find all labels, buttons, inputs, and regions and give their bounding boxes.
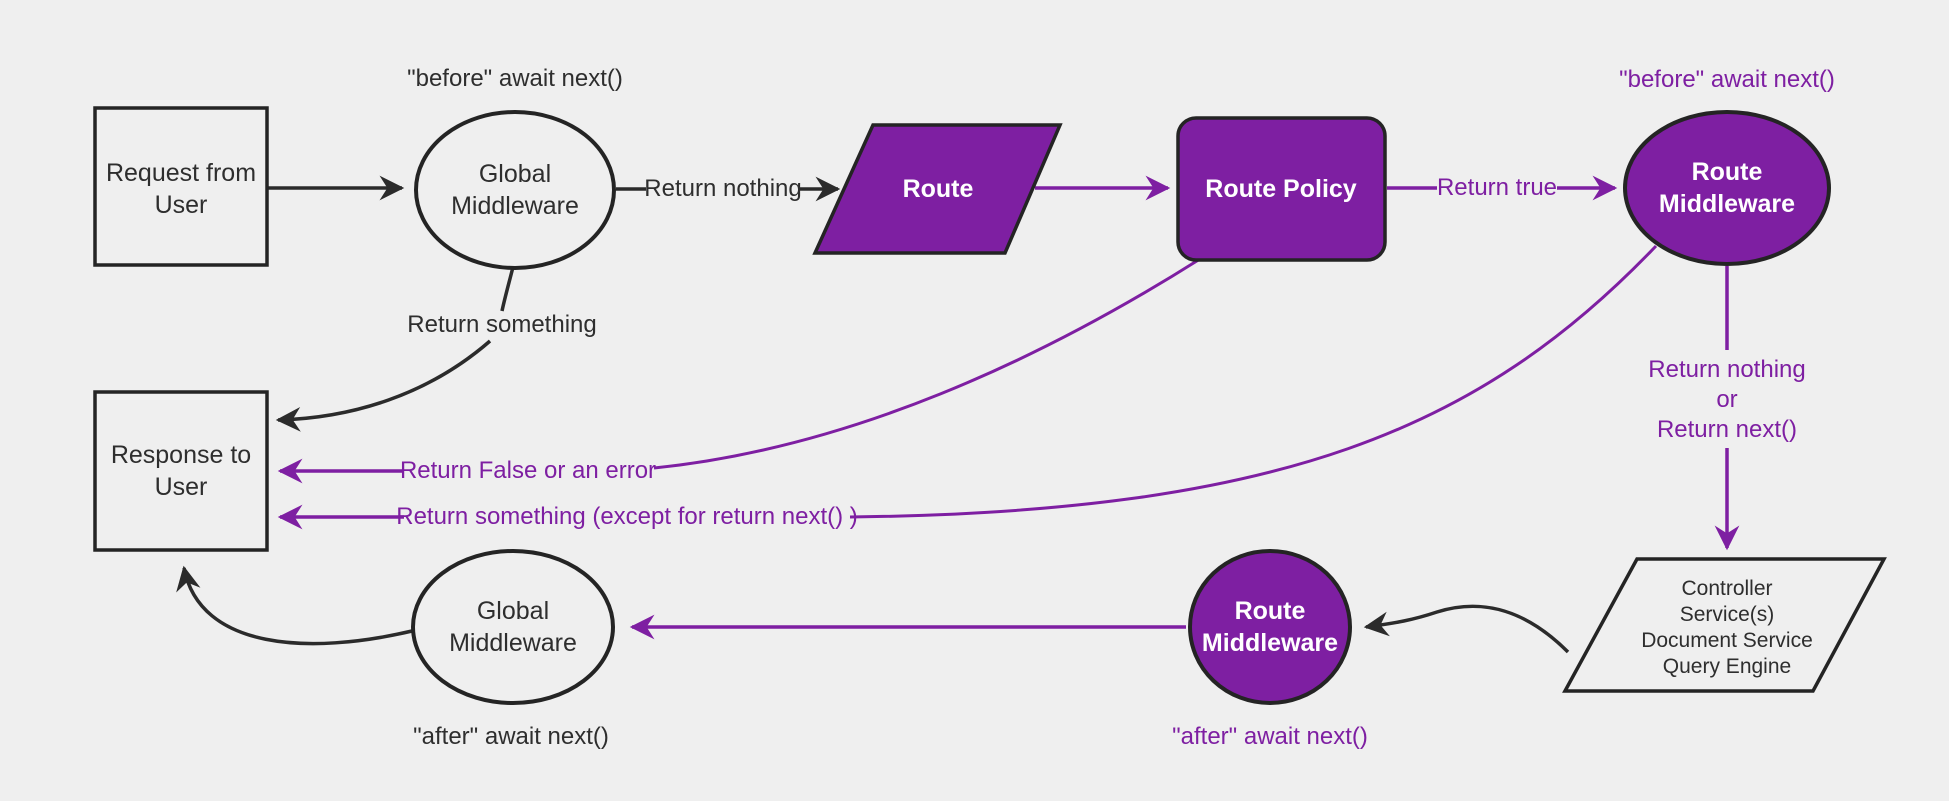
controller-line-1: Controller [1681, 577, 1773, 600]
request-from-user-label: Request from User [106, 157, 256, 221]
route-mw-top-line-2: Middleware [1658, 190, 1796, 218]
request-line-2: User [154, 191, 208, 219]
edge-label-return-nothing-or-next: Return nothing or Return next() [1648, 355, 1805, 445]
edge-label-before-await-global: "before" await next() [407, 65, 623, 92]
node-global-middleware-bottom [411, 549, 615, 705]
edge-label-return-false: Return False or an error [399, 457, 657, 484]
edge-policy-to-response-curve [653, 257, 1201, 470]
global-middleware-top-label: Global Middleware [451, 158, 579, 222]
global-mw-top-line-2: Middleware [451, 192, 579, 220]
controller-services-label: Controller Service(s) Document Service Q… [1641, 576, 1813, 680]
route-middleware-bottom-label: Route Middleware [1202, 595, 1338, 659]
route-mw-top-line-1: Route [1691, 158, 1763, 186]
controller-line-2: Service(s) [1679, 603, 1775, 626]
response-to-user-label: Response to User [111, 439, 251, 503]
global-middleware-bottom-label: Global Middleware [449, 595, 577, 659]
node-controller-services [1562, 557, 1887, 693]
edge-label-return-something: Return something [407, 311, 597, 338]
node-route-policy [1176, 116, 1387, 262]
node-route-middleware-bottom [1188, 549, 1352, 705]
global-mw-top-line-1: Global [478, 160, 552, 188]
edge-label-return-true: Return true [1436, 174, 1558, 201]
node-response-to-user [93, 390, 269, 552]
node-request-from-user [93, 106, 269, 267]
node-global-middleware-top [414, 110, 616, 270]
edge-global-to-response-seg1 [500, 266, 515, 312]
edge-label-return-nothing: Return nothing [644, 175, 802, 202]
node-route [812, 123, 1063, 255]
return-nothing-or-line-2: or [1716, 386, 1738, 413]
edge-label-after-await-route: "after" await next() [1172, 723, 1368, 750]
edge-label-before-await-route: "before" await next() [1619, 66, 1835, 93]
route-policy-label: Route Policy [1205, 175, 1357, 203]
route-mw-bottom-line-1: Route [1234, 597, 1306, 625]
edge-label-after-await-global: "after" await next() [413, 723, 609, 750]
response-line-1: Response to [110, 441, 252, 469]
edge-label-return-something-except: Return something (except for return next… [396, 503, 858, 530]
edge-global-to-response-seg2 [275, 339, 492, 432]
return-nothing-or-line-3: Return next() [1656, 416, 1798, 443]
global-mw-bottom-line-2: Middleware [449, 629, 577, 657]
route-mw-bottom-line-2: Middleware [1201, 629, 1339, 657]
request-line-1: Request from [105, 159, 257, 187]
edge-global-bottom-to-response [176, 565, 413, 646]
edge-controller-to-routemw-bottom [1363, 604, 1570, 654]
controller-line-4: Query Engine [1662, 655, 1792, 678]
response-line-2: User [154, 473, 208, 501]
node-route-middleware-top [1623, 110, 1831, 266]
controller-line-3: Document Service [1641, 629, 1813, 652]
edge-routemw-to-response-curve [849, 244, 1658, 519]
global-mw-bottom-line-1: Global [476, 597, 550, 625]
route-middleware-top-label: Route Middleware [1659, 156, 1795, 220]
return-nothing-or-line-1: Return nothing [1648, 356, 1806, 383]
route-label: Route [902, 175, 974, 203]
